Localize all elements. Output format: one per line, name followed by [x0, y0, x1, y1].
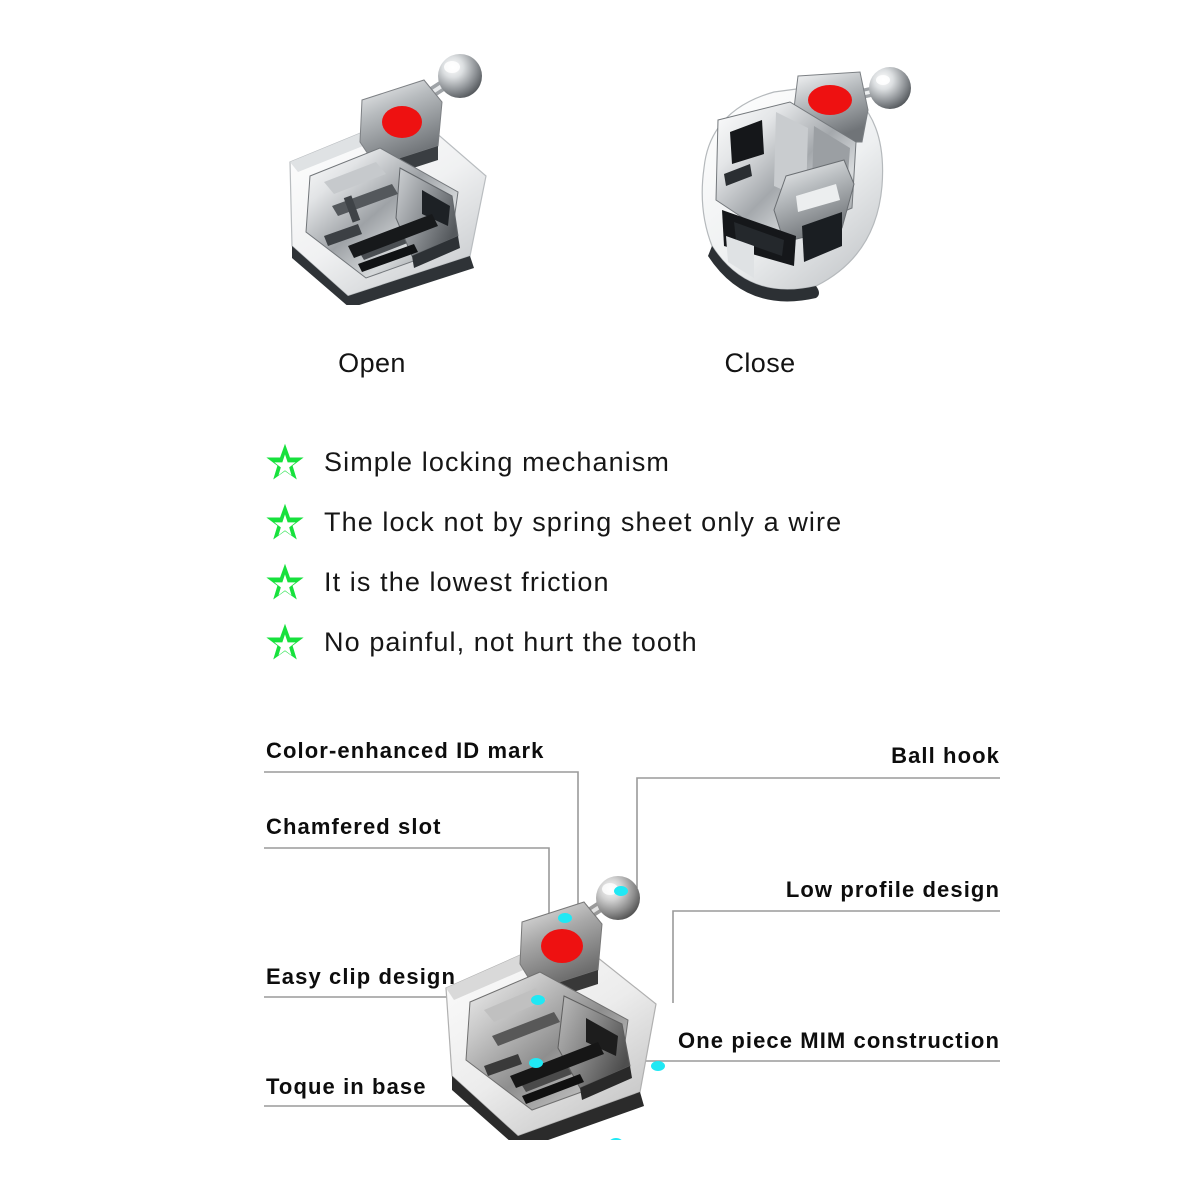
id-mark-dot-annotated [541, 929, 583, 963]
bracket-image-annotated [440, 860, 730, 1170]
callout-marker-chamfered-slot [531, 995, 545, 1005]
callout-marker-easy-clip-design [529, 1058, 543, 1068]
callout-marker-ball-hook [614, 886, 628, 896]
bracket-image-close [666, 50, 914, 305]
callout-label-low-profile-design: Low profile design [785, 877, 1000, 902]
feature-item: Simple locking mechanism [266, 442, 670, 482]
star-icon [266, 563, 304, 600]
callout-label-chamfered-slot: Chamfered slot [266, 814, 442, 839]
feature-item: It is the lowest friction [266, 562, 610, 602]
id-mark-dot-close [808, 85, 852, 115]
callout-label-one-piece-mim-construction: One piece MIM construction [678, 1028, 1000, 1053]
feature-item: The lock not by spring sheet only a wire [266, 502, 842, 542]
caption-open: Open [338, 348, 406, 378]
feature-label: Simple locking mechanism [324, 446, 671, 477]
callout-label-ball-hook: Ball hook [891, 743, 1000, 768]
callout-marker-color-enhanced-id-mark [558, 913, 572, 923]
feature-item: No painful, not hurt the tooth [266, 622, 698, 662]
callout-marker-low-profile-design [651, 1061, 665, 1071]
caption-close: Close [724, 348, 796, 378]
callout-label-color-enhanced-id-mark: Color-enhanced ID mark [266, 738, 545, 763]
id-mark-dot-open [382, 106, 422, 138]
callout-marker-one-piece-mim-construction [609, 1138, 623, 1148]
star-icon [266, 623, 304, 660]
feature-label: The lock not by spring sheet only a wire [324, 506, 843, 537]
feature-label: No painful, not hurt the tooth [324, 626, 698, 657]
callout-label-easy-clip-design: Easy clip design [266, 964, 457, 989]
callout-label-toque-in-base: Toque in base [266, 1074, 427, 1099]
star-icon [266, 443, 304, 480]
star-icon [266, 503, 304, 540]
bracket-image-open [262, 50, 510, 308]
feature-label: It is the lowest friction [324, 566, 610, 597]
